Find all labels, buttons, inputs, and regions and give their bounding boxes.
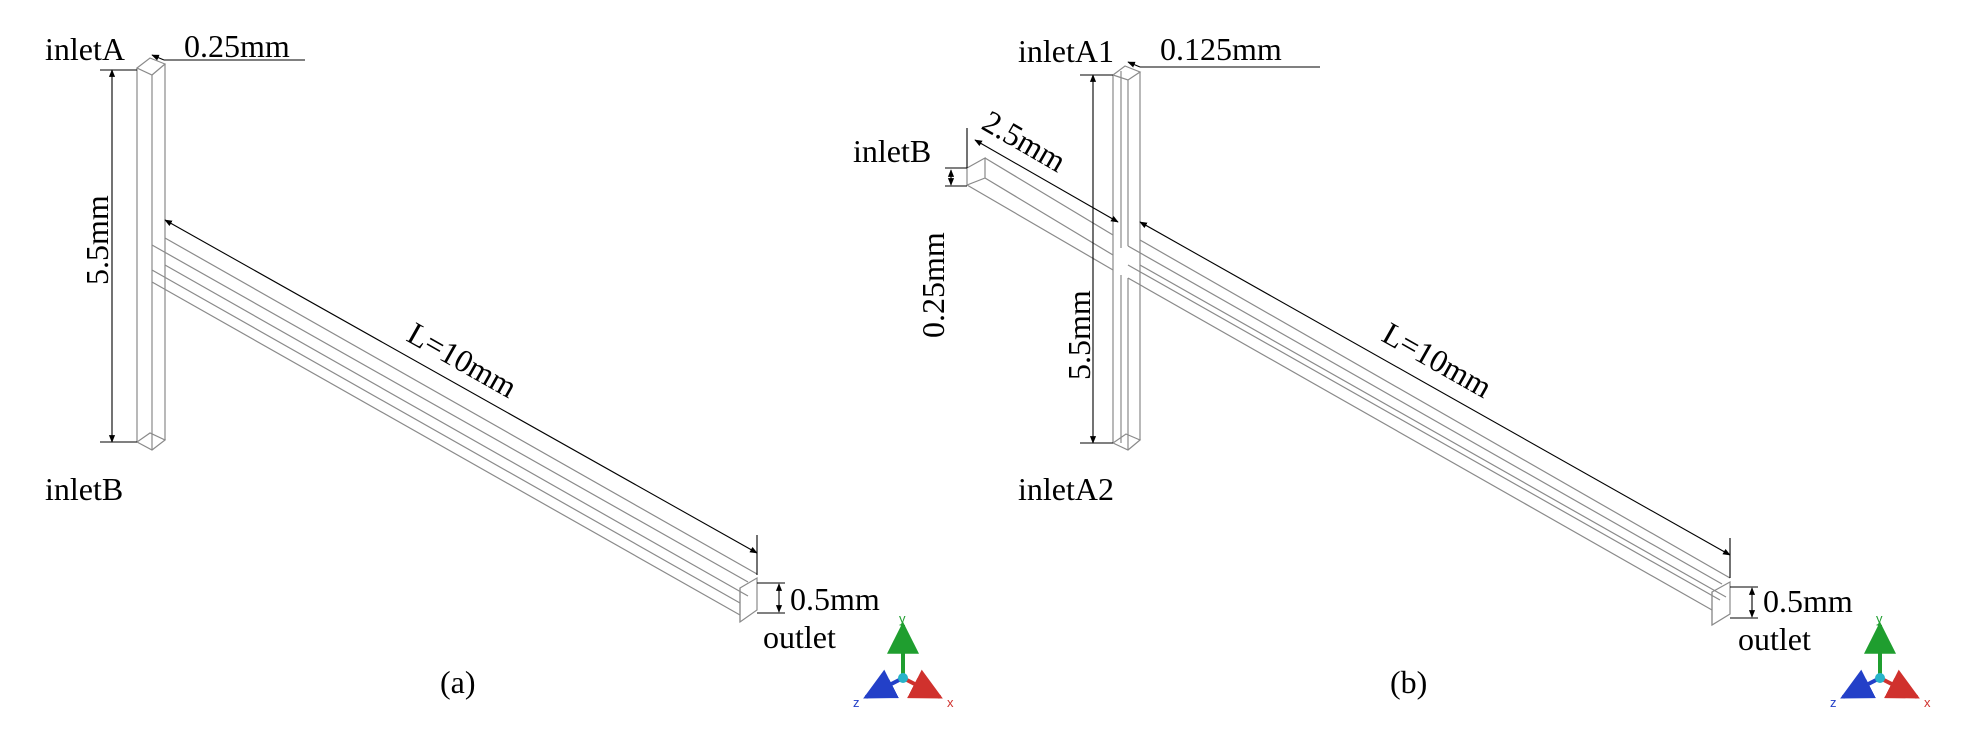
outlet-height-label-a: 0.5mm (790, 581, 880, 617)
width-label-b: 0.125mm (1160, 31, 1282, 67)
outlet-label-b: outlet (1738, 621, 1811, 657)
outlet-height-label-b: 0.5mm (1763, 583, 1853, 619)
panel-b: inletA1 0.125mm inletB 2.5mm 0.25mm 5.5m… (853, 31, 1931, 710)
x-axis-label: x (947, 695, 954, 710)
vertical-channel-b (1111, 65, 1142, 451)
main-channel-b (1127, 239, 1731, 627)
x-axis-label: x (1924, 695, 1931, 710)
vertical-channel-a (135, 57, 167, 451)
dimensions-a (100, 54, 785, 614)
origin-dot (1875, 673, 1885, 683)
main-channel-a (151, 237, 758, 624)
z-axis-label: z (1830, 695, 1837, 710)
origin-dot (898, 673, 908, 683)
side-length-label-b: 2.5mm (977, 103, 1073, 179)
outlet-label-a: outlet (763, 619, 836, 655)
height-label-b: 5.5mm (1061, 290, 1097, 380)
inlet-a1-label: inletA1 (1018, 33, 1114, 69)
inlet-a2-label: inletA2 (1018, 471, 1114, 507)
length-label-a: L=10mm (402, 315, 524, 405)
z-axis-label: z (853, 695, 860, 710)
side-channel-b (966, 156, 1114, 271)
width-label-a: 0.25mm (184, 28, 290, 64)
dimensions-b (945, 61, 1758, 619)
caption-b: (b) (1390, 664, 1427, 700)
inlet-b-label-a: inletB (45, 471, 123, 507)
side-height-label-b: 0.25mm (915, 232, 951, 338)
length-label-b: L=10mm (1377, 315, 1499, 405)
height-label-a: 5.5mm (79, 195, 115, 285)
inlet-a-label: inletA (45, 31, 125, 67)
y-axis-label: y (1876, 611, 1883, 626)
inlet-b-label-b: inletB (853, 133, 931, 169)
axis-triad-b: y x z (1830, 611, 1931, 710)
panel-a: inletA 0.25mm 5.5mm L=10mm inletB 0.5mm … (45, 28, 954, 710)
y-axis-label: y (899, 611, 906, 626)
caption-a: (a) (440, 664, 476, 700)
axis-triad-a: y x z (853, 611, 954, 710)
